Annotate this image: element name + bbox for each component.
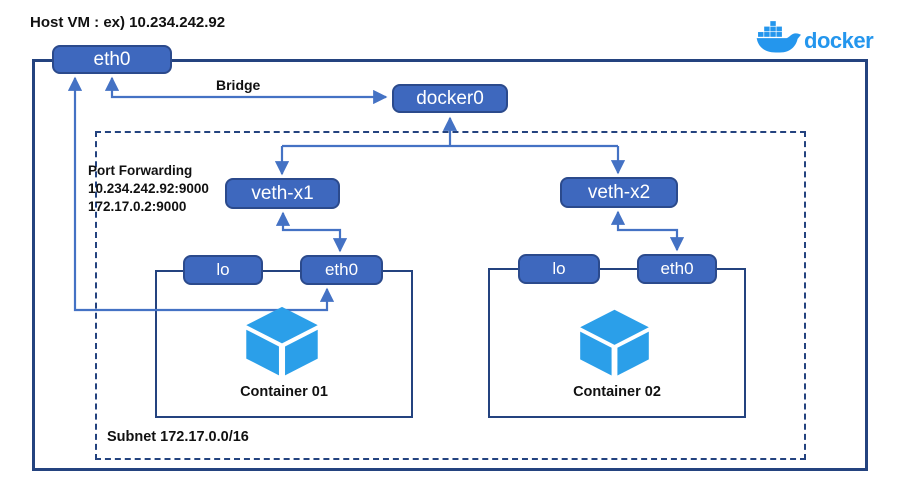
- port-forwarding-annotation: Port Forwarding 10.234.242.92:9000 172.1…: [88, 162, 209, 216]
- container2-lo-label: lo: [552, 259, 566, 278]
- container1-eth0-node: eth0: [300, 255, 383, 285]
- veth-x1-node: veth-x1: [225, 178, 340, 209]
- docker-logo: docker: [756, 21, 874, 54]
- veth-x1-label: veth-x1: [251, 182, 314, 204]
- container2-frame: [488, 268, 746, 418]
- host-vm-frame: [32, 59, 868, 471]
- container1-title: Container 01: [240, 384, 328, 400]
- container1-cube-icon: [246, 306, 318, 376]
- container2-eth0-label: eth0: [660, 259, 694, 278]
- docker0-bridge-node: docker0: [392, 84, 508, 113]
- bridge-label: Bridge: [216, 77, 261, 93]
- port-forwarding-host-address: 10.234.242.92:9000: [88, 181, 209, 196]
- subnet-label: Subnet 172.17.0.0/16: [107, 429, 249, 445]
- docker-wordmark: docker: [804, 28, 874, 53]
- container1-lo-label: lo: [216, 260, 230, 279]
- container2-eth0-node: eth0: [637, 254, 717, 284]
- docker0-label: docker0: [416, 87, 484, 109]
- host-eth0-node: eth0: [52, 45, 172, 74]
- container2-title: Container 02: [573, 384, 661, 400]
- port-forwarding-container-address: 172.17.0.2:9000: [88, 199, 187, 214]
- container1-lo-node: lo: [183, 255, 263, 285]
- host-eth0-label: eth0: [93, 48, 131, 70]
- container2-cube-icon: [580, 309, 649, 376]
- veth-x2-node: veth-x2: [560, 177, 678, 208]
- docker-whale-icon: [756, 21, 801, 53]
- host-vm-label: Host VM : ex) 10.234.242.92: [30, 14, 226, 31]
- veth-x2-label: veth-x2: [587, 181, 651, 203]
- container2-lo-node: lo: [518, 254, 600, 284]
- container1-eth0-label: eth0: [324, 260, 359, 279]
- port-forwarding-title: Port Forwarding: [88, 163, 193, 178]
